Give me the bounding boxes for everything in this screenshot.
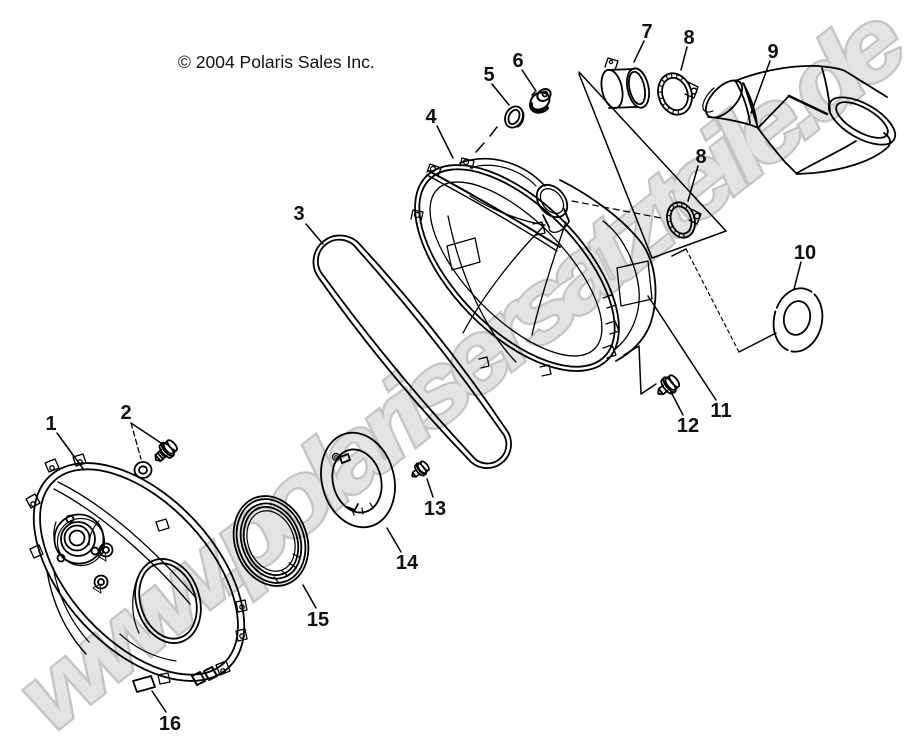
svg-text:15: 15 [307, 609, 329, 631]
svg-text:11: 11 [710, 400, 731, 422]
svg-text:1: 1 [45, 413, 56, 435]
svg-text:10: 10 [794, 242, 816, 264]
svg-text:12: 12 [677, 415, 699, 437]
svg-text:14: 14 [396, 552, 419, 574]
svg-text:6: 6 [512, 50, 523, 72]
svg-text:13: 13 [424, 498, 446, 520]
svg-text:7: 7 [641, 21, 652, 43]
svg-text:9: 9 [767, 41, 778, 63]
svg-text:© 2004 Polaris Sales Inc.: © 2004 Polaris Sales Inc. [178, 52, 375, 72]
svg-text:3: 3 [293, 203, 304, 225]
svg-text:4: 4 [425, 106, 437, 128]
svg-text:5: 5 [483, 64, 494, 86]
svg-text:2: 2 [120, 402, 131, 424]
svg-text:8: 8 [683, 27, 694, 49]
svg-text:8: 8 [695, 146, 706, 168]
svg-text:16: 16 [159, 713, 181, 735]
